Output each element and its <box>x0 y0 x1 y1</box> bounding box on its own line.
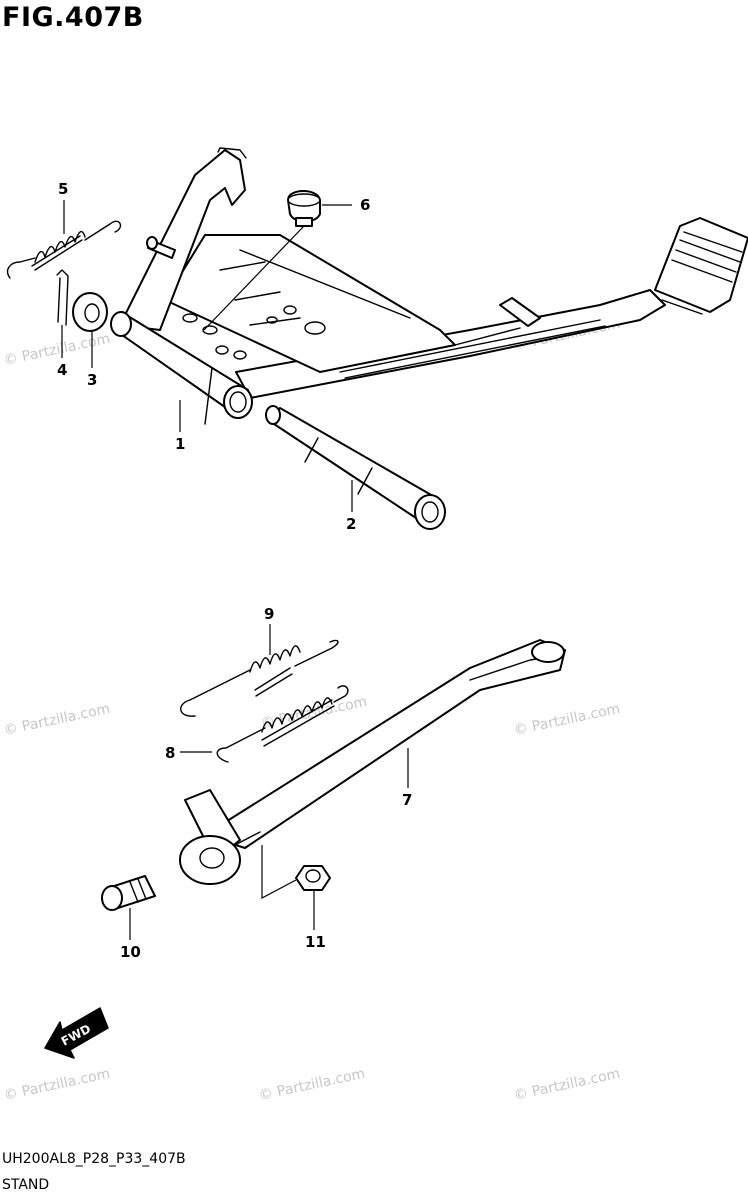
callout-labels: 5 4 3 1 2 6 9 8 7 10 11 <box>57 180 412 961</box>
figure-title: FIG.407B <box>2 2 144 33</box>
watermark: © Partzilla.com <box>3 1066 112 1104</box>
rubber-stopper-part[interactable] <box>287 190 321 227</box>
callout-2: 2 <box>346 515 356 533</box>
side-stand-part[interactable] <box>179 639 566 885</box>
side-stand-spring-upper-part[interactable] <box>180 639 339 717</box>
assembly-name: STAND <box>2 1177 50 1193</box>
callout-4: 4 <box>57 361 67 379</box>
callout-7: 7 <box>402 791 412 809</box>
callout-8: 8 <box>165 744 175 762</box>
leader-lines <box>61 200 409 940</box>
side-stand-spring-part[interactable] <box>216 685 349 763</box>
callout-9: 9 <box>264 605 274 623</box>
drawing-code: UH200AL8_P28_P33_407B <box>2 1151 186 1167</box>
callout-5: 5 <box>58 180 68 198</box>
pivot-shaft-part[interactable] <box>265 405 446 530</box>
watermark: © Partzilla.com <box>513 1066 622 1104</box>
callout-11: 11 <box>305 933 326 951</box>
watermark: © Partzilla.com <box>513 701 622 739</box>
return-spring-part[interactable] <box>6 220 122 279</box>
cotter-pin-part[interactable] <box>56 269 69 326</box>
watermark: © Partzilla.com <box>258 1066 367 1104</box>
watermark: © Partzilla.com <box>260 694 369 732</box>
pivot-bolt-part[interactable] <box>101 875 156 911</box>
callout-6: 6 <box>360 196 370 214</box>
fwd-direction-arrow: FWD <box>44 1007 109 1059</box>
nut-part[interactable] <box>295 865 331 891</box>
main-stand-part[interactable] <box>110 147 748 425</box>
watermark: © Partzilla.com <box>3 701 112 739</box>
callout-1: 1 <box>175 435 185 453</box>
callout-3: 3 <box>87 371 97 389</box>
washer-part[interactable] <box>72 292 108 332</box>
callout-10: 10 <box>120 943 141 961</box>
